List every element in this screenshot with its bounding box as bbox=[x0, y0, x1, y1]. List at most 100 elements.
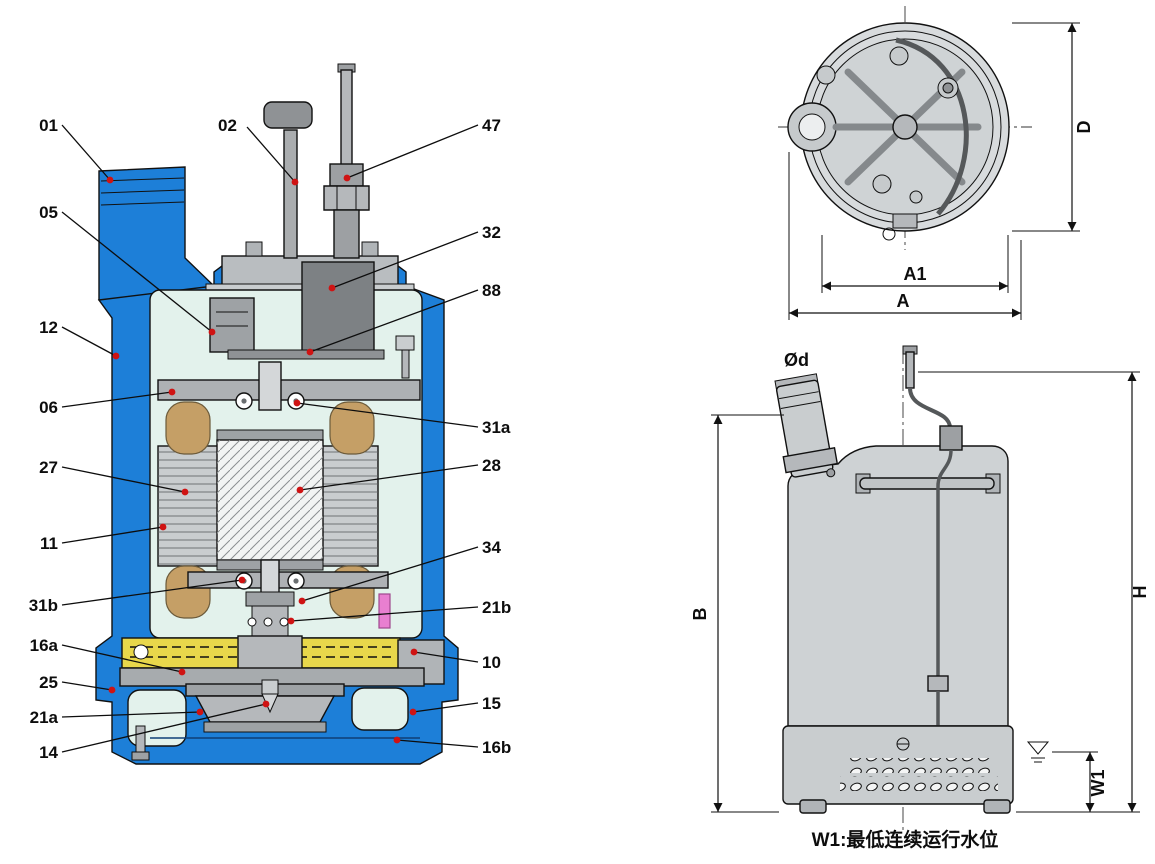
part-label-02-text: 02 bbox=[218, 116, 237, 135]
part-label-27-text: 27 bbox=[39, 458, 58, 477]
oil-plug bbox=[133, 644, 149, 660]
part-label-16b: 16b bbox=[393, 736, 511, 757]
rotor bbox=[216, 429, 324, 571]
part-label-88: 88 bbox=[306, 281, 501, 356]
upper-bearing-assembly bbox=[157, 361, 421, 411]
foot-right bbox=[983, 799, 1011, 814]
side-view: Ød B H W1 W1:最低连续运行水位 bbox=[690, 345, 1150, 851]
part-labels: 01 02 47 05 32 88 bbox=[29, 116, 512, 762]
handle-grip bbox=[263, 101, 313, 129]
part-label-28-text: 28 bbox=[482, 456, 501, 475]
part-label-12: 12 bbox=[39, 318, 120, 360]
part-label-06-text: 06 bbox=[39, 398, 58, 417]
part-label-14: 14 bbox=[39, 700, 270, 762]
dimension-A1-label: A1 bbox=[903, 264, 926, 284]
part-label-11-text: 11 bbox=[40, 534, 58, 553]
part-label-15-text: 15 bbox=[482, 694, 501, 713]
start-switch bbox=[209, 297, 255, 353]
winding-top-left bbox=[165, 401, 211, 455]
part-label-31a-text: 31a bbox=[482, 418, 511, 437]
impeller-lower-plate bbox=[203, 721, 327, 733]
seal-carrier bbox=[237, 635, 303, 671]
discharge-spout bbox=[774, 373, 839, 478]
top-bolt-4 bbox=[909, 190, 923, 204]
carry-handle bbox=[263, 101, 313, 259]
part-label-88-text: 88 bbox=[482, 281, 501, 300]
part-label-02: 02 bbox=[218, 116, 299, 186]
part-label-05: 05 bbox=[39, 203, 216, 336]
gland-hex-nut bbox=[323, 185, 370, 211]
shaft-upper bbox=[258, 361, 282, 411]
part-label-12-text: 12 bbox=[39, 318, 58, 337]
strainer-row-1 bbox=[846, 758, 994, 773]
handle-arc bbox=[895, 37, 969, 216]
cover-bolt-right bbox=[361, 241, 379, 257]
part-label-31b: 31b bbox=[29, 576, 246, 615]
dimension-W1: W1 bbox=[1052, 751, 1108, 812]
dimension-D-label: D bbox=[1074, 121, 1094, 134]
terminal-plate bbox=[227, 349, 385, 360]
dimension-H-label: H bbox=[1130, 586, 1150, 599]
part-label-32: 32 bbox=[328, 223, 501, 292]
part-label-10: 10 bbox=[410, 648, 501, 672]
part-label-05-text: 05 bbox=[39, 203, 58, 222]
dimension-A: A bbox=[788, 152, 1022, 320]
strainer-row-2 bbox=[840, 776, 998, 791]
volute-pocket-right bbox=[351, 687, 409, 731]
base-bolt bbox=[135, 725, 146, 755]
part-label-14-text: 14 bbox=[39, 743, 58, 762]
dimension-B: B bbox=[690, 414, 784, 813]
part-label-27: 27 bbox=[39, 458, 189, 496]
part-label-11: 11 bbox=[40, 523, 167, 553]
shaft-nut bbox=[261, 679, 279, 695]
winding-top-right bbox=[329, 401, 375, 455]
part-label-28: 28 bbox=[296, 456, 501, 494]
part-label-25: 25 bbox=[39, 673, 116, 694]
water-level-symbol bbox=[1026, 741, 1050, 763]
power-cable bbox=[340, 69, 353, 167]
part-label-34: 34 bbox=[298, 538, 501, 605]
part-label-01: 01 bbox=[39, 116, 114, 184]
dimension-A1: A1 bbox=[821, 235, 1009, 293]
top-bolt-2 bbox=[889, 46, 909, 66]
part-label-16a-text: 16a bbox=[30, 636, 59, 655]
dimension-Od-label: Ød bbox=[784, 350, 809, 370]
seal-sleeve-pink bbox=[378, 593, 391, 629]
top-view: D A1 A bbox=[778, 6, 1094, 320]
cover-bolt-left bbox=[245, 241, 263, 257]
stator-bolt bbox=[395, 335, 415, 379]
dimension-B-label: B bbox=[690, 608, 710, 621]
part-label-01-text: 01 bbox=[39, 116, 58, 135]
part-label-25-text: 25 bbox=[39, 673, 58, 692]
side-cable bbox=[902, 345, 963, 726]
part-label-21b-text: 21b bbox=[482, 598, 511, 617]
side-cable-gland bbox=[939, 425, 963, 451]
top-bolt-3 bbox=[872, 174, 892, 194]
cable-clamp bbox=[927, 675, 949, 692]
part-label-16b-text: 16b bbox=[482, 738, 511, 757]
cable-gland-assembly bbox=[323, 63, 370, 259]
part-label-31b-text: 31b bbox=[29, 596, 58, 615]
part-label-16a: 16a bbox=[30, 636, 186, 676]
water-level-caption: W1:最低连续运行水位 bbox=[812, 828, 999, 851]
dimension-H: H bbox=[918, 371, 1150, 813]
side-handle bbox=[855, 473, 1001, 494]
seal-housing bbox=[245, 591, 295, 607]
part-label-47-text: 47 bbox=[482, 116, 501, 135]
oil-chamber bbox=[121, 635, 445, 685]
volute-and-impeller bbox=[127, 679, 420, 761]
part-label-31a: 31a bbox=[293, 399, 511, 437]
foot-left bbox=[799, 799, 827, 814]
part-label-21a: 21a bbox=[30, 708, 204, 727]
part-label-15: 15 bbox=[409, 694, 501, 716]
cable-clip-top bbox=[892, 213, 918, 229]
dimension-D: D bbox=[1012, 22, 1094, 232]
part-label-21a-text: 21a bbox=[30, 708, 59, 727]
part-label-21b: 21b bbox=[287, 598, 511, 625]
dimension-W1-label: W1 bbox=[1088, 770, 1108, 797]
cross-section-view: 01 02 47 05 32 88 bbox=[29, 63, 512, 765]
part-label-34-text: 34 bbox=[482, 538, 501, 557]
part-label-10-text: 10 bbox=[482, 653, 501, 672]
